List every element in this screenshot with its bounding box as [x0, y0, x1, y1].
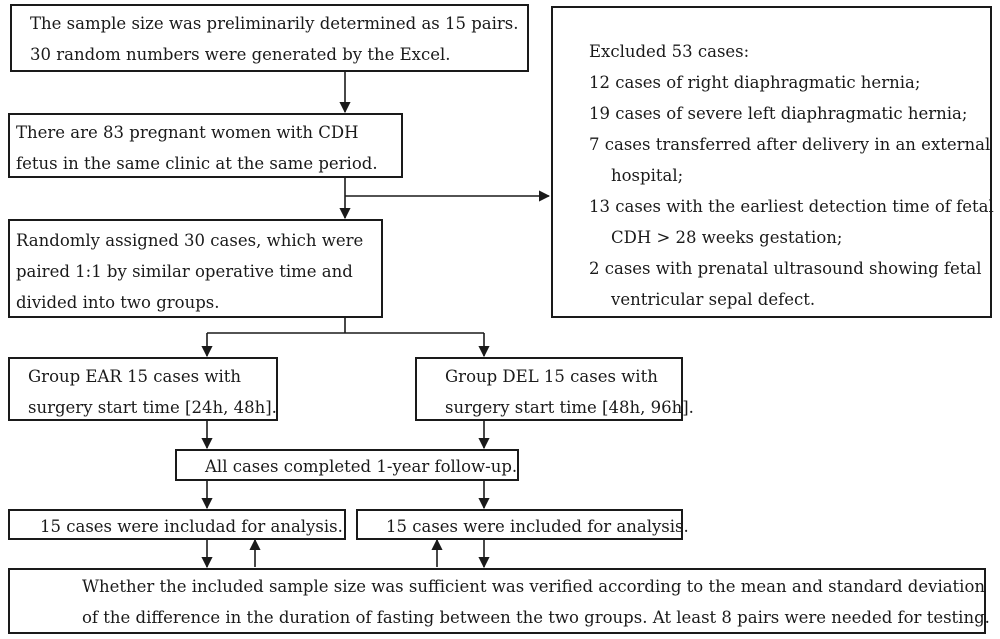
excluded-item-2: 19 cases of severe left diaphragmatic he… — [589, 104, 968, 123]
excluded-title: Excluded 53 cases: — [589, 42, 750, 61]
excluded-item-4: 13 cases with the earliest detection tim… — [589, 197, 994, 216]
sample-size-line-2: 30 random numbers were generated by the … — [30, 45, 451, 64]
pregnant-women-box: There are 83 pregnant women with CDH fet… — [8, 113, 403, 178]
randomly-line-3: divided into two groups. — [16, 293, 220, 312]
pregnant-line-2: fetus in the same clinic at the same per… — [16, 154, 378, 173]
randomly-line-1: Randomly assigned 30 cases, which were — [16, 231, 364, 250]
included-left-box: 15 cases were includad for analysis. — [8, 509, 346, 540]
sample-size-box: The sample size was preliminarily determ… — [10, 4, 529, 72]
excluded-item-4-cont: CDH > 28 weeks gestation; — [611, 228, 843, 247]
group-del-line-2: surgery start time [48h, 96h]. — [445, 398, 694, 417]
verification-box: Whether the included sample size was suf… — [8, 568, 990, 634]
sample-size-line-1: The sample size was preliminarily determ… — [30, 14, 519, 33]
group-ear-line-2: surgery start time [24h, 48h]. — [28, 398, 277, 417]
verification-line-1: Whether the included sample size was suf… — [82, 577, 986, 596]
included-right-box: 15 cases were included for analysis. — [356, 509, 689, 540]
excluded-item-3-cont: hospital; — [611, 166, 684, 185]
group-del-box: Group DEL 15 cases with surgery start ti… — [415, 357, 694, 421]
verification-line-2: of the difference in the duration of fas… — [82, 608, 990, 627]
followup-box: All cases completed 1-year follow-up. — [175, 449, 519, 481]
included-left-text: 15 cases were includad for analysis. — [40, 517, 343, 536]
excluded-box: Excluded 53 cases: 12 cases of right dia… — [551, 6, 994, 318]
excluded-item-5-cont: ventricular sepal defect. — [611, 290, 816, 309]
excluded-item-1: 12 cases of right diaphragmatic hernia; — [589, 73, 921, 92]
randomly-assigned-box: Randomly assigned 30 cases, which were p… — [8, 219, 383, 318]
group-del-line-1: Group DEL 15 cases with — [445, 367, 658, 386]
included-right-text: 15 cases were included for analysis. — [386, 517, 689, 536]
group-ear-line-1: Group EAR 15 cases with — [28, 367, 241, 386]
excluded-item-5: 2 cases with prenatal ultrasound showing… — [589, 259, 982, 278]
excluded-item-3: 7 cases transferred after delivery in an… — [589, 135, 991, 154]
pregnant-line-1: There are 83 pregnant women with CDH — [16, 123, 359, 142]
followup-text: All cases completed 1-year follow-up. — [205, 457, 518, 476]
randomly-line-2: paired 1:1 by similar operative time and — [16, 262, 353, 281]
group-ear-box: Group EAR 15 cases with surgery start ti… — [8, 357, 278, 421]
